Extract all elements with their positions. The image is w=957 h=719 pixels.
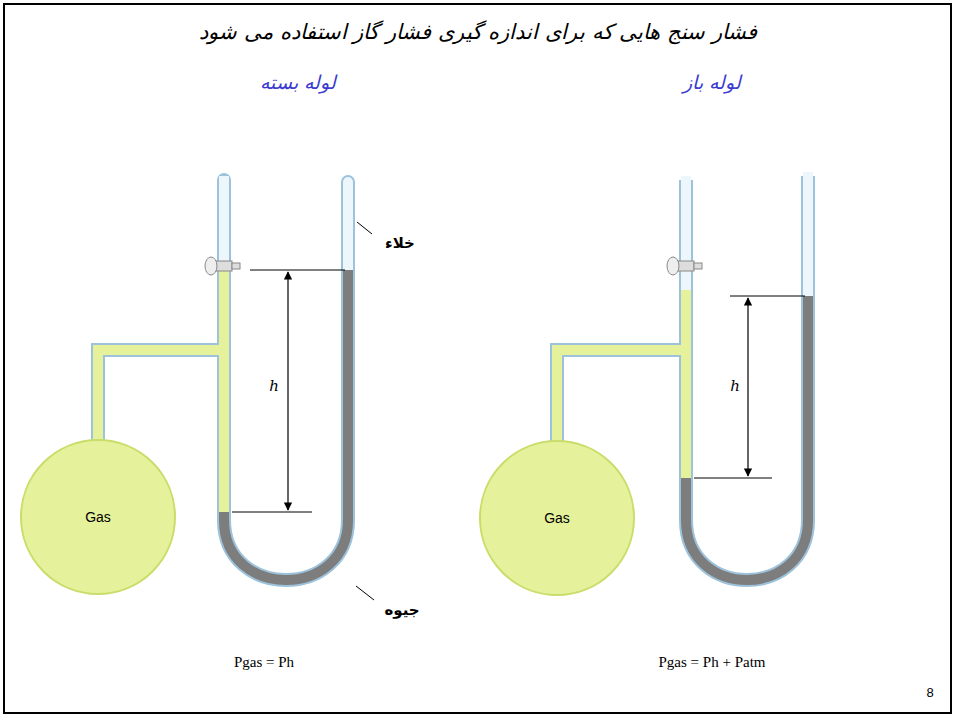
bulb-label: Gas xyxy=(85,509,111,525)
tube-type-label: لوله باز xyxy=(683,71,741,93)
part-label: جیوه xyxy=(384,601,419,619)
height-label: h xyxy=(269,377,279,395)
height-label: h xyxy=(730,377,740,395)
gas-bulb: Gas xyxy=(20,439,176,595)
page-number: 8 xyxy=(926,685,933,700)
pressure-formula: Pgas = Ph xyxy=(234,654,294,671)
stopcock xyxy=(667,257,702,275)
pressure-formula: Pgas = Ph + Patm xyxy=(659,654,766,671)
bulb-label: Gas xyxy=(544,510,570,526)
part-label: خلاء xyxy=(385,234,415,252)
tube-type-label: لوله بسته xyxy=(260,71,336,93)
slide-title: فشار سنج هایی که برای اندازه گیری فشار گ… xyxy=(199,20,756,44)
stopcock xyxy=(205,257,240,275)
gas-bulb: Gas xyxy=(479,440,635,596)
